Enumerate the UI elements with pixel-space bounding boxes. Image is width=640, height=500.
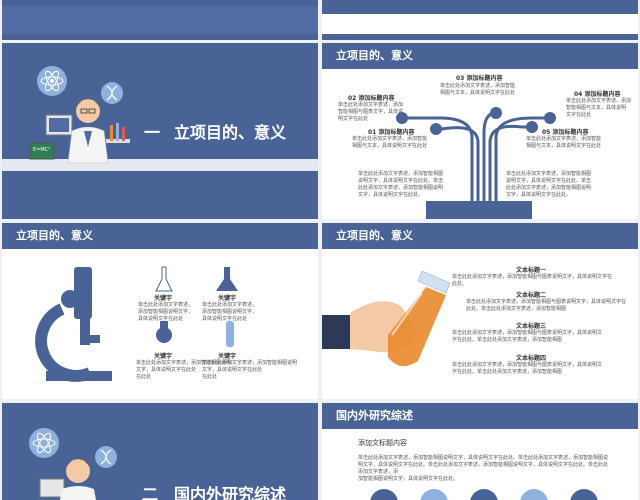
slide-header: 立项目的、意义 [322,223,638,249]
tree-item-01-title: 01 添加标题内容 [368,129,415,136]
hand-flask-illustration [322,270,451,367]
text-body-2: 单击此处添加文字表述，添加智能相图与图表说明文字，具体说明文字在 此处。单击此处… [466,299,627,312]
dna-icon [95,446,117,468]
keyword-4-title: 关键字 [218,353,237,360]
tree-item-03-text: 单击此处添加文字表述，添加智能 相图与文本，具体说明文字在此处 [440,83,516,96]
body-text-left: 单击此处添加文字表述，添加智能相图 说明文字，具体说明文字在此处。单击 此处添加… [358,171,444,198]
atom-icon [37,66,67,96]
tree-item-03-title: 03 添加标题内容 [456,75,503,82]
keyword-1-title: 关键字 [154,295,173,302]
review-paragraph: 单击此处添加文字表述，添加智能相图说明文字，具体说明文字在此处。单击此处添加文字… [358,455,609,482]
tree-item-05-title: 05 添加标题内容 [542,129,589,136]
review-subtitle: 添加文标题内容 [358,439,407,447]
text-title-3: 文本标题三 [516,323,547,330]
keyword-2-title: 关键字 [218,295,237,302]
tree-item-04-title: 04 添加标题内容 [574,91,621,98]
tree-item-05-text: 单击此处添加文字表述，添加智能 相图与文本，具体说明文字在此处 [526,136,602,149]
tree-item-02-title: 02 添加标题内容 [348,95,395,102]
slide-thumbnail-0-right[interactable] [322,0,638,40]
doctor-illustration [29,66,130,164]
text-body-3: 单击此处添加文字表述，添加智能相图与图表说明文字，具体说明文 字在此处。单击此处… [452,330,603,343]
section-number: 一 [144,123,161,142]
lab-glass-icons [155,266,238,347]
slide-header: 国内外研究综述 [322,403,638,429]
tree-item-04-text: 单击此处添加文字表述，添加 智能相图与文本，具体说明 文字在此处 [566,98,632,118]
dna-icon [101,82,123,104]
section-number: 二 [142,485,159,500]
slide-thumbnail-flask[interactable]: 立项目的、意义 文本标题一 单击此处添加文字表述，添加智能相图与图表说明文字，具… [322,223,638,399]
slide-thumbnail-review[interactable]: 国内外研究综述 添加文标题内容 单击此处添加文字表述，添加智能相图说明文字，具体… [322,403,638,500]
text-body-1: 单击此处添加文字表述，添加智能相图与图表说明文字，具体说明文字在 此处。 [452,274,613,287]
section-title: 立项目的、意义 [174,123,287,142]
atom-icon [29,428,59,458]
keyword-3-title: 关键字 [154,353,173,360]
slide-header: 立项目的、意义 [2,223,318,249]
decor-band [2,6,318,34]
slide-thumbnail-tree[interactable]: 立项目的、意义 03 添加标题内容 单击此处添加文字表述，添加智能 相图与文本，… [322,43,638,219]
text-title-2: 文本标题二 [516,292,547,299]
slide-thumbnail-section-2[interactable]: 二 国内外研究综述 [2,403,318,500]
keyword-1-text: 单击此处添加文字表述， 添加智能相图说明文字， 具体说明文字在此处 [138,302,194,322]
tree-item-01-text: 单击此处添加文字表述，添加智能 相图与文本，具体说明文字在此处 [352,136,428,149]
slide-thumbnail-section-1[interactable]: E=MC² 一 立项目的、意义 [2,43,318,219]
slide-header: 立项目的、意义 [322,43,638,69]
keyword-2-text: 单击此处添加文字表述， 添加智能相图说明文字， 具体说明文字在此处 [202,302,258,322]
bottom-band [2,171,318,219]
slide-thumbnail-0-left[interactable] [2,0,318,40]
keyword-3-text: 单击此处添加文字表述，添加智能相图说明 文字，具体说明文字在此处 在此处 [136,360,232,380]
text-body-4: 单击此处添加文字表述，添加智能相图与图表说明文字，具体说明文 字在此处。单击此处… [452,362,603,375]
text-title-1: 文本标题一 [516,267,547,274]
section-title: 国内外研究综述 [174,485,287,500]
text-title-4: 文本标题四 [516,355,547,362]
body-text-right: 单击此处添加文字表述，添加智能相图 说明文字，具体说明文字在此处。单击 此处添加… [506,171,592,198]
doctor-legs-icon [322,0,638,40]
decor-white-band [322,14,638,34]
chalkboard-text: E=MC² [33,147,51,153]
tree-diagram [396,107,556,219]
microscope-icon [35,267,112,382]
pie-icons-row [370,489,598,500]
keyword-4-text: 单击此处添加文字表述，添加智能相图说明 文字，具体说明文字在此处 在此处 [202,360,298,380]
tree-node-dots [396,107,556,135]
doctor-illustration-2 [29,428,117,500]
slide-thumbnail-microscope[interactable]: 立项目的、意义 关键字 单击此处添加文字表述， 添加智能相图说明文字， 具体说明… [2,223,318,399]
tree-item-02-text: 单击此处添加文字表述，添加 智能相图与图表文字，具体说 明文字在此处 [338,102,404,122]
